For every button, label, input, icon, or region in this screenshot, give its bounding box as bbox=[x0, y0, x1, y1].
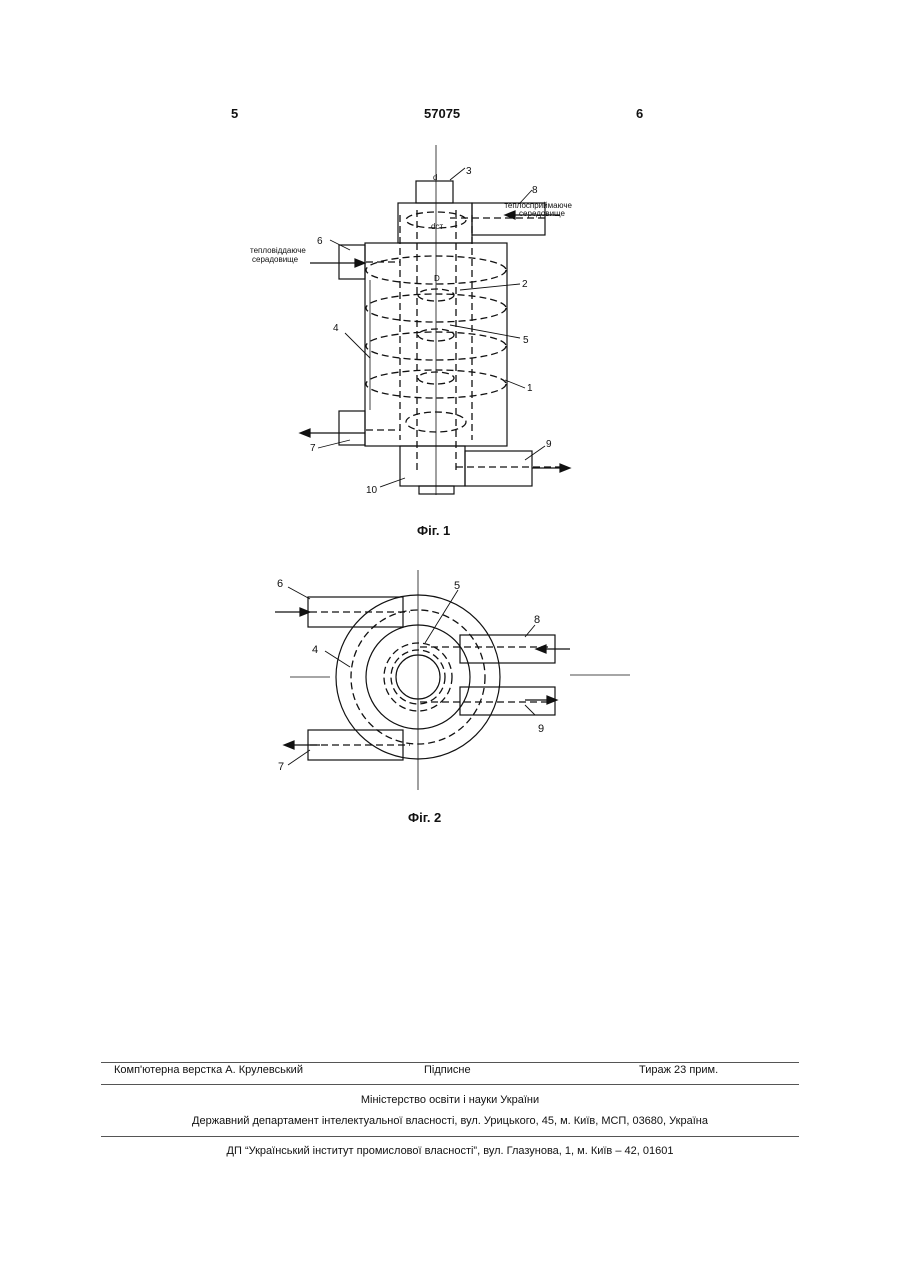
fig1-top-nozzle bbox=[416, 181, 453, 203]
footer-ministry: Міністерство освіти і науки України bbox=[101, 1094, 799, 1106]
fig2-ref-6: 6 bbox=[277, 578, 283, 590]
footer-rule-bottom bbox=[101, 1136, 799, 1137]
fig1-heat-giving-line2: серадовище bbox=[252, 255, 299, 264]
fig2-ref-7: 7 bbox=[278, 761, 284, 773]
fig2-ref-5: 5 bbox=[454, 580, 460, 592]
footer-typesetter: Комп'ютерна верстка А. Крулевський bbox=[114, 1064, 303, 1076]
fig1-ref-2: 2 bbox=[522, 279, 528, 290]
fig2-ref-4: 4 bbox=[312, 644, 318, 656]
fig1-ref-6: 6 bbox=[317, 236, 323, 247]
figure-2-drawing: 6 5 8 4 9 7 bbox=[270, 565, 640, 795]
fig1-bottom-chamber bbox=[400, 446, 465, 486]
fig2-ref-8: 8 bbox=[534, 614, 540, 626]
fig1-dim-dst: dст bbox=[431, 222, 443, 231]
fig1-ref-5: 5 bbox=[523, 335, 529, 346]
footer-rule-middle bbox=[101, 1084, 799, 1085]
patent-number: 57075 bbox=[424, 106, 460, 121]
fig2-pipe-9 bbox=[460, 687, 555, 715]
fig1-ref-8: 8 bbox=[532, 185, 538, 196]
fig1-heat-giving-line1: тепловіддаюче bbox=[250, 246, 306, 255]
fig2-ref-9: 9 bbox=[538, 723, 544, 735]
footer-signed: Підписне bbox=[424, 1064, 471, 1076]
fig1-ref-1: 1 bbox=[527, 383, 533, 394]
page-number-right: 6 bbox=[636, 106, 643, 121]
fig1-ref-7: 7 bbox=[310, 443, 316, 454]
figure-1-drawing: теплосприймаюче середовище тепловіддаюче… bbox=[220, 140, 580, 500]
page-number-left: 5 bbox=[231, 106, 238, 121]
fig1-ref-3: 3 bbox=[466, 166, 472, 177]
fig1-dim-D: D bbox=[434, 274, 440, 283]
fig1-heat-receiving-line2: середовище bbox=[519, 209, 566, 218]
fig1-ref-9: 9 bbox=[546, 439, 552, 450]
footer-rule-top bbox=[101, 1062, 799, 1063]
figure-1-caption: Фіг. 1 bbox=[417, 523, 450, 538]
fig1-pipe-7 bbox=[339, 411, 365, 445]
footer-department: Державний департамент інтелектуальної вл… bbox=[101, 1115, 799, 1127]
fig1-bottom-nozzle bbox=[419, 486, 454, 494]
fig1-pipe-9 bbox=[465, 451, 532, 486]
footer-circulation: Тираж 23 прим. bbox=[639, 1064, 718, 1076]
fig1-dim-d: d bbox=[433, 173, 437, 182]
footer-institute: ДП “Український інститут промислової вла… bbox=[101, 1145, 799, 1157]
figure-2-caption: Фіг. 2 bbox=[408, 810, 441, 825]
fig1-ref-10: 10 bbox=[366, 485, 378, 496]
fig1-ref-4: 4 bbox=[333, 323, 339, 334]
